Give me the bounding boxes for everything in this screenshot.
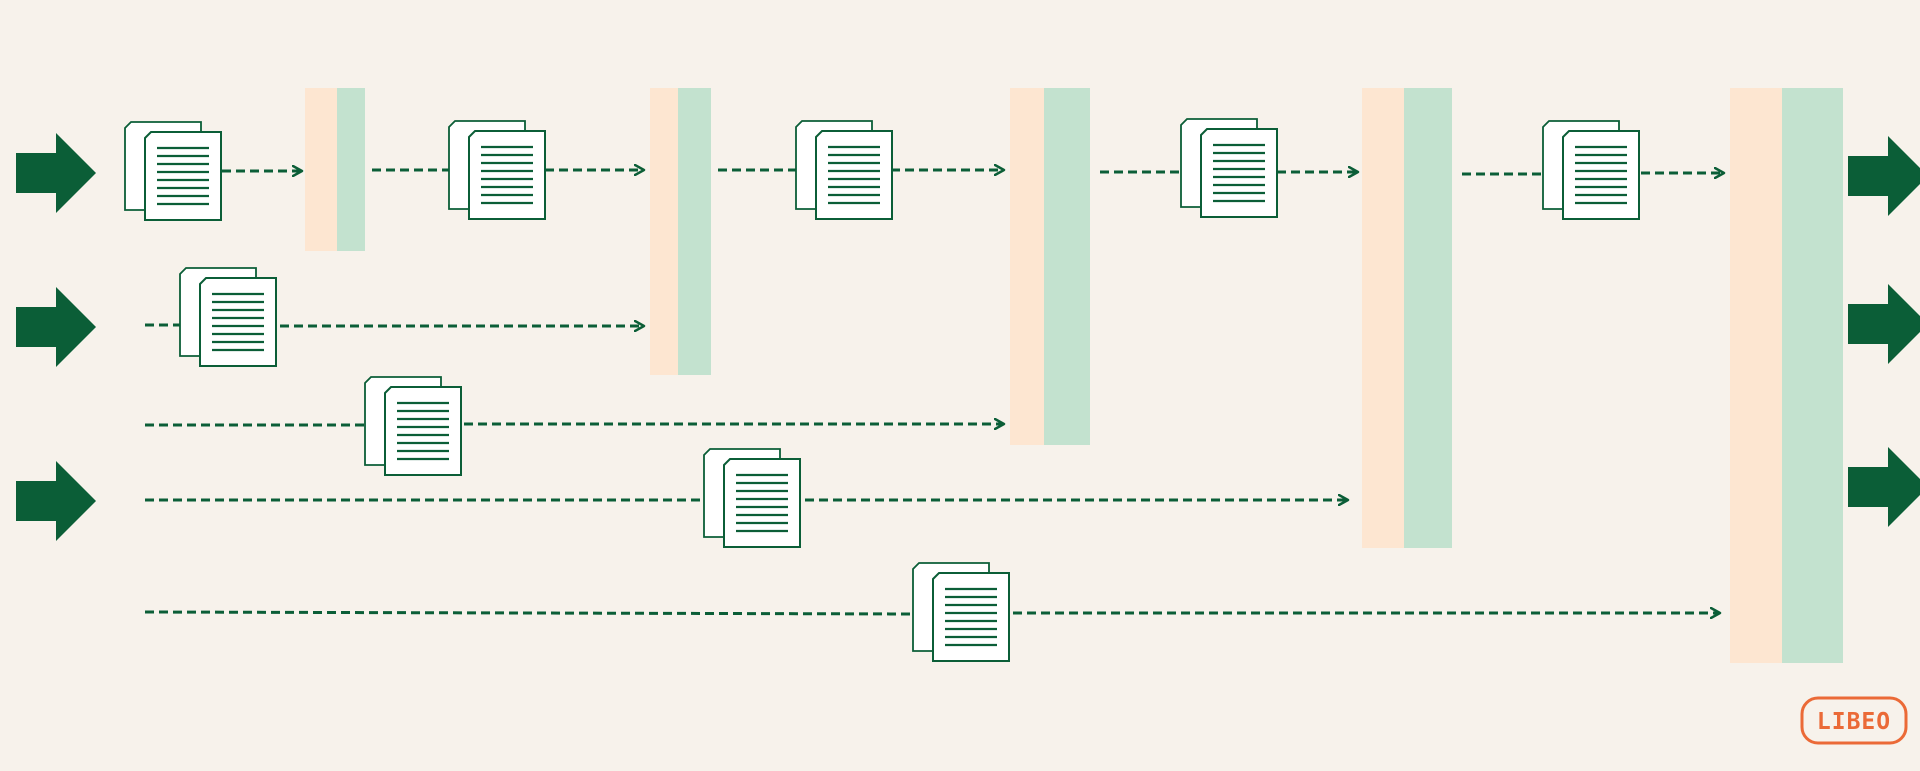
- document-stack-icon: [1179, 117, 1279, 219]
- document-stack-icon: [123, 120, 223, 222]
- document-stack-icon: [1541, 119, 1641, 221]
- output-arrow-icon: [1848, 136, 1920, 216]
- logo-text: LIBEO: [1817, 709, 1891, 735]
- input-arrow-icon: [16, 287, 96, 367]
- document-stack-icon: [794, 119, 894, 221]
- input-arrow-icon: [16, 133, 96, 213]
- document-stack-icon: [447, 119, 547, 221]
- connectors: [144, 170, 1724, 616]
- merge-bar-3: [1010, 88, 1090, 445]
- output-arrow-icon: [1848, 284, 1920, 364]
- input-arrow-icon: [16, 461, 96, 541]
- merge-bar-2: [650, 88, 711, 375]
- output-arrow-icon: [1848, 447, 1920, 527]
- merge-bar-4: [1362, 88, 1452, 548]
- document-stack-icon: [178, 266, 278, 368]
- document-stack-icon: [702, 447, 802, 549]
- libeo-logo: LIBEO: [1800, 696, 1908, 745]
- document-stack-icon: [911, 561, 1011, 663]
- merge-bars: [305, 88, 1843, 663]
- output-arrows: [1848, 136, 1920, 527]
- connector-row5-a: [144, 610, 914, 616]
- merge-bar-5: [1730, 88, 1843, 663]
- document-stack-icon: [363, 375, 463, 477]
- merge-bar-1: [305, 88, 365, 251]
- input-arrows: [16, 133, 96, 541]
